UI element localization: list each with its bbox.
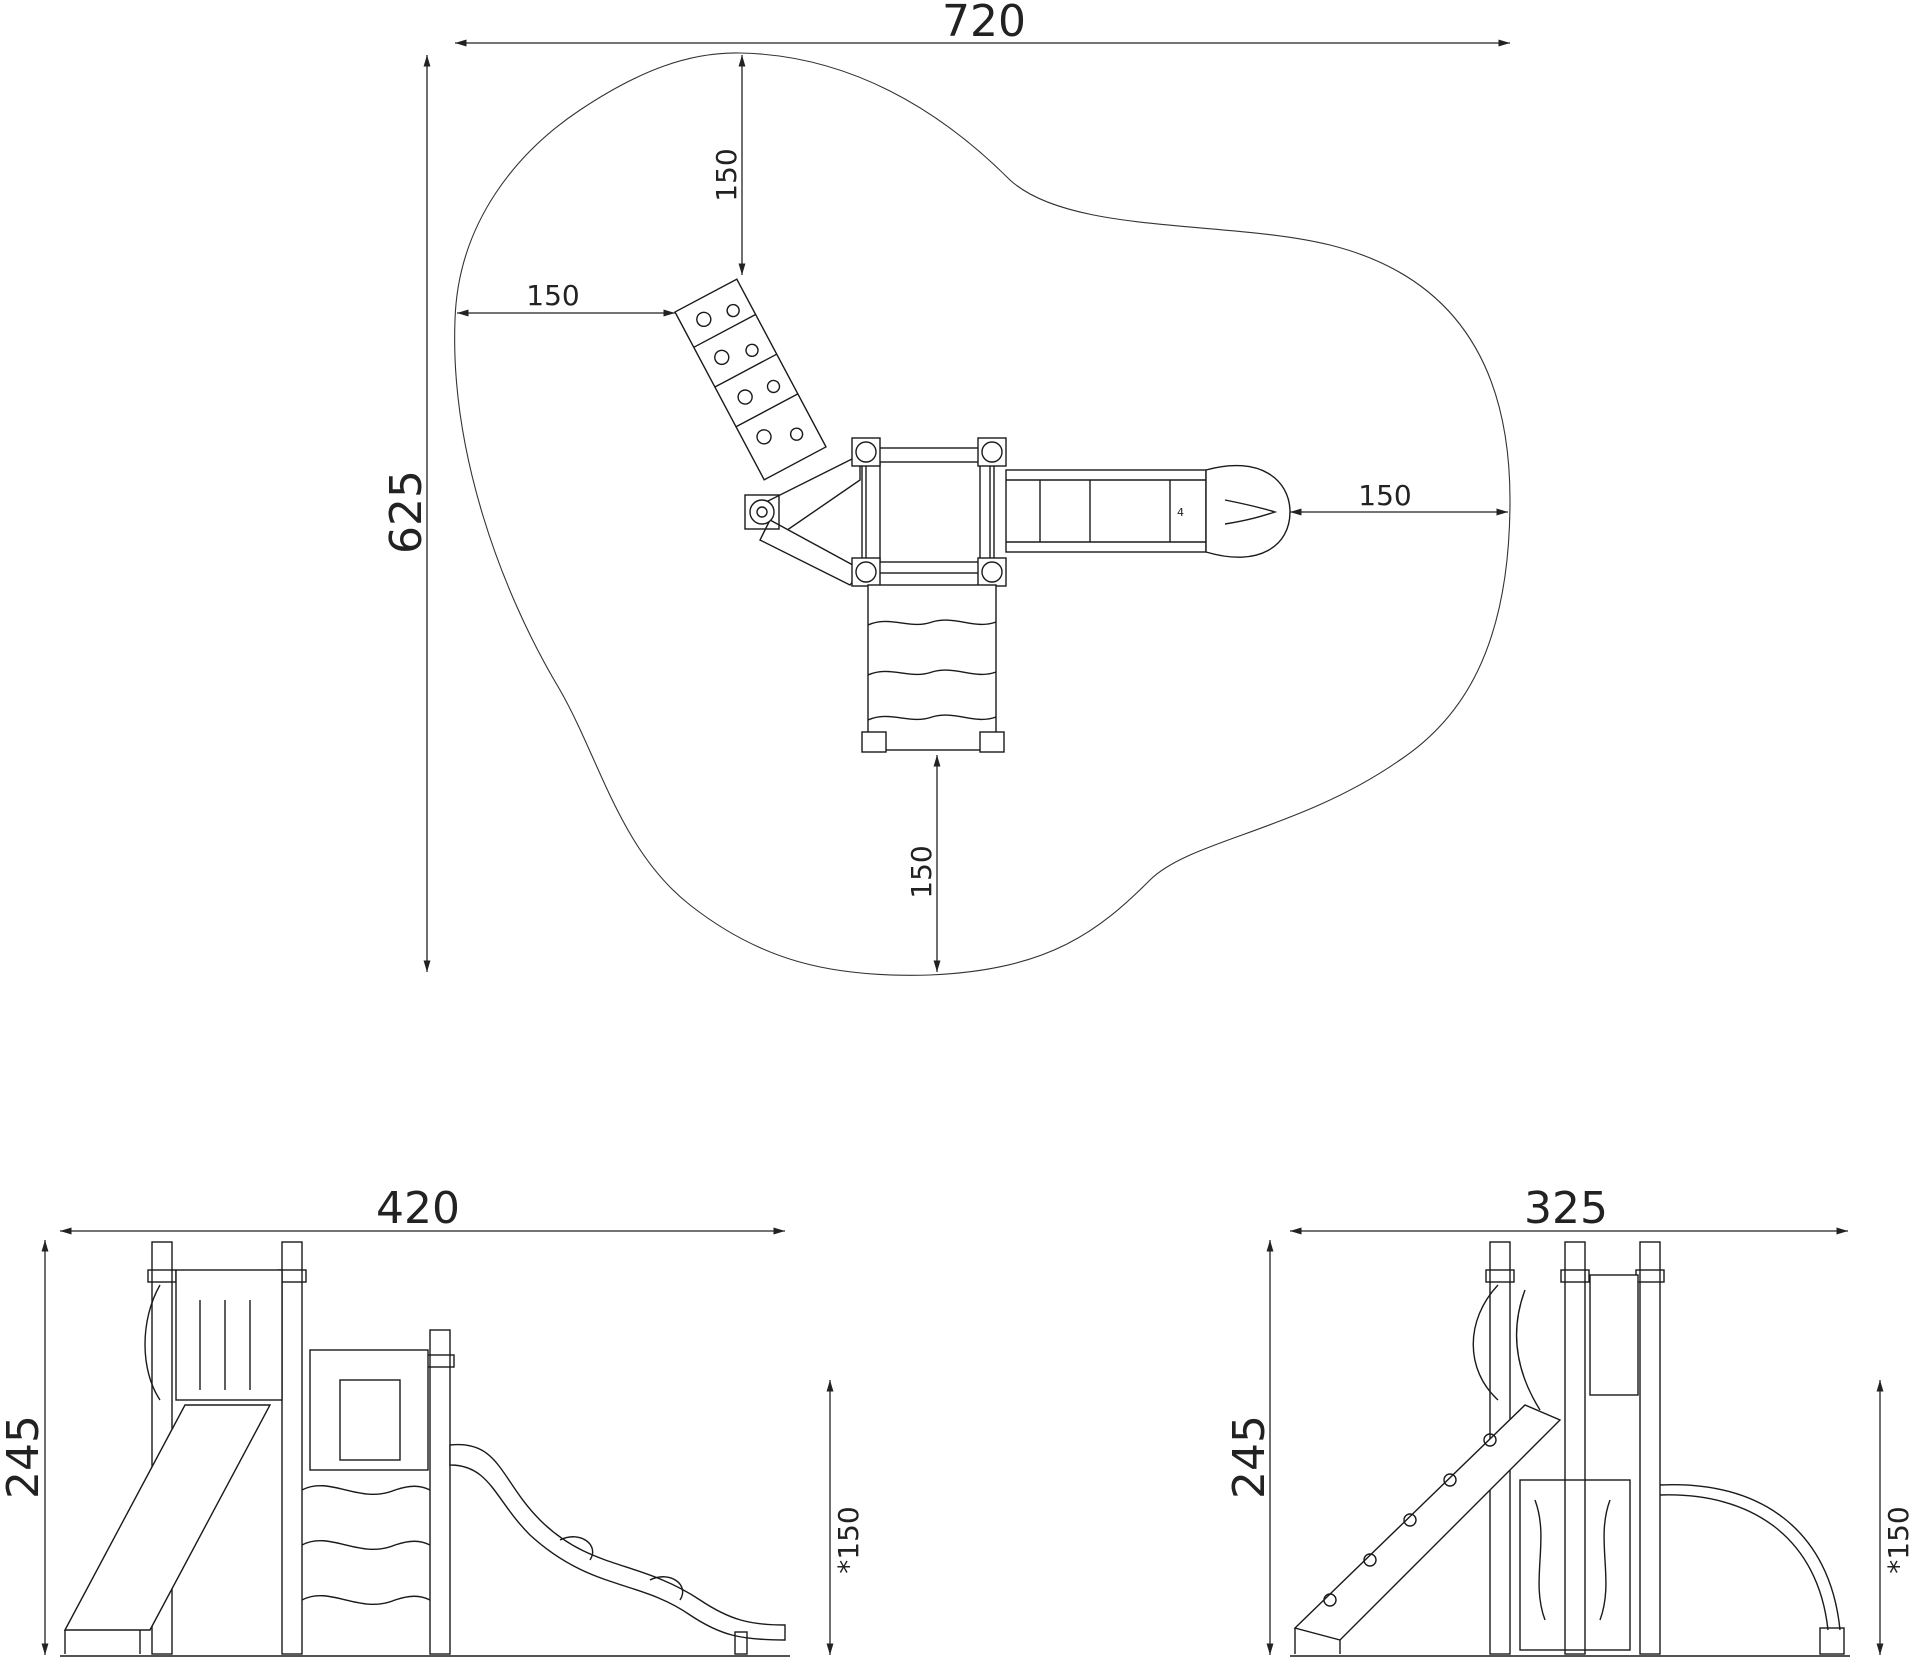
slide-mark: 4 xyxy=(1177,506,1184,519)
side-rail-plan xyxy=(744,453,864,586)
left-clearance-label: 150 xyxy=(526,279,579,312)
plan-view: 720 625 150 150 150 150 xyxy=(381,0,1511,976)
side-width-label: 420 xyxy=(376,1183,460,1234)
right-clearance-label: 150 xyxy=(1358,479,1411,512)
deck-plan: 1 xyxy=(851,437,1017,587)
front-height-label: 245 xyxy=(1224,1415,1275,1499)
front-width-label: 325 xyxy=(1524,1183,1608,1234)
side-height-label: 245 xyxy=(0,1415,49,1499)
climbing-wall-plan xyxy=(674,278,827,481)
bottom-clearance-label: 150 xyxy=(905,845,938,898)
side-fall-height-label: *150 xyxy=(832,1506,865,1573)
front-fall-height-label: *150 xyxy=(1882,1506,1915,1573)
slide-plan: 4 xyxy=(1005,464,1291,558)
net-ladder-plan xyxy=(861,584,1005,753)
side-view: 420 245 *150 xyxy=(0,1183,865,1657)
plan-height-label: 625 xyxy=(381,470,432,554)
safety-zone-outline xyxy=(454,52,1511,976)
top-clearance-label: 150 xyxy=(710,148,743,201)
plan-width-label: 720 xyxy=(942,0,1026,47)
front-view: 325 245 *150 xyxy=(1224,1183,1915,1657)
